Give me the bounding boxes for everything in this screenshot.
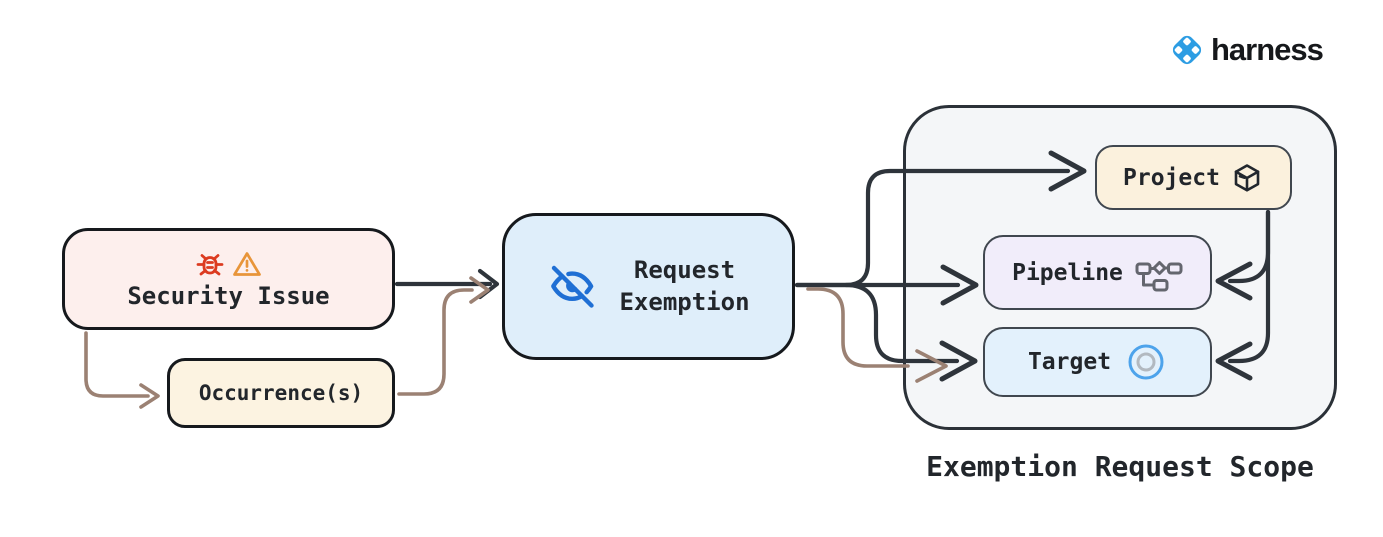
package-icon: [1234, 163, 1260, 192]
arrowhead-exemption-brown: [469, 276, 490, 304]
harness-logo-icon: [1172, 35, 1202, 65]
arrowhead-project: [1048, 150, 1087, 192]
harness-brand-text: harness: [1211, 32, 1324, 67]
arrowhead-pipeline-right: [1215, 261, 1253, 301]
node-occurrences: Occurrence(s): [167, 358, 395, 428]
edge-exemption-to-target: [843, 282, 960, 364]
node-project: Project: [1095, 145, 1292, 210]
security-issue-label: Security Issue: [127, 281, 330, 310]
eye-off-icon: [551, 265, 595, 308]
arrowhead-target-left-brown: [915, 349, 948, 383]
security-issue-icons: [195, 249, 262, 279]
pipeline-label: Pipeline: [1012, 259, 1123, 286]
harness-logo: harness: [1168, 31, 1324, 69]
target-icon: [1128, 344, 1164, 380]
edge-exemption-to-target-brown: [806, 287, 910, 368]
occurrences-label: Occurrence(s): [198, 381, 364, 405]
pipeline-dag-icon: [1135, 260, 1183, 291]
scope-label: Exemption Request Scope: [926, 450, 1314, 483]
arrowhead-target-left-dark: [939, 340, 978, 382]
bug-icon: [196, 253, 224, 275]
project-label: Project: [1123, 164, 1220, 191]
edge-project-to-target: [1227, 209, 1271, 364]
node-target: Target: [983, 327, 1212, 397]
warning-icon: [233, 251, 261, 276]
arrowhead-pipeline-left: [940, 264, 979, 306]
node-request-exemption: Request Exemption: [502, 213, 795, 360]
arrowhead-target-right: [1215, 341, 1253, 381]
target-label: Target: [1027, 349, 1112, 375]
edge-occurrences-to-exemption: [397, 288, 474, 396]
node-pipeline: Pipeline: [983, 235, 1212, 310]
edge-security-to-occurrences: [84, 331, 150, 398]
arrowhead-occurrences: [139, 383, 160, 409]
node-security-issue: Security Issue: [62, 228, 395, 330]
request-exemption-label: Request Exemption: [619, 255, 750, 316]
